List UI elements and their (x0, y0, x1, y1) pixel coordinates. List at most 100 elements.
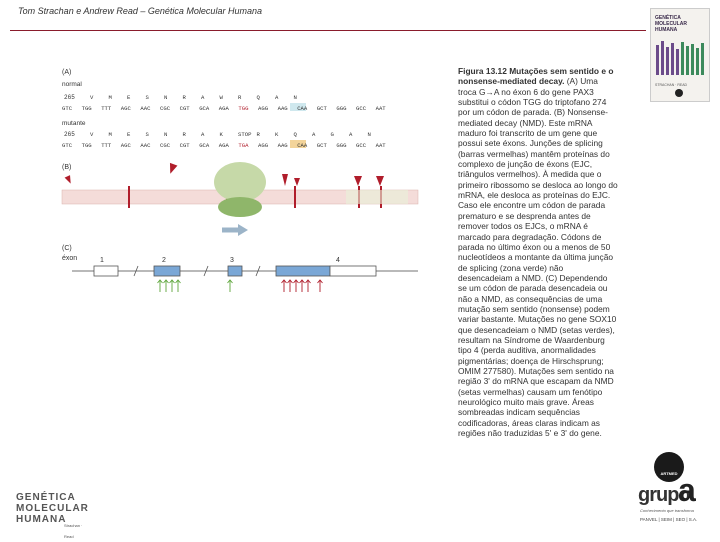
nmd-free-zone (346, 190, 408, 204)
amino-acid: N (164, 131, 167, 138)
red-escape-arrows (282, 280, 323, 292)
book-logo-authors: Strachan · Read (64, 520, 89, 542)
normal-codon-number: 265 (64, 94, 75, 101)
normal-label: normal (62, 81, 82, 88)
cover-title: GENÉTICA MOLECULAR HUMANA (655, 15, 687, 33)
codon: GCA (199, 105, 210, 112)
book-logo: GENÉTICA MOLECULAR HUMANA Strachan · Rea… (16, 492, 89, 525)
codon: AAT (376, 105, 387, 112)
exon-2 (154, 266, 180, 276)
header-rule (10, 30, 646, 31)
mutant-label: mutante (62, 120, 86, 127)
codon: AAC (140, 105, 151, 112)
codon: CGC (160, 105, 171, 112)
mutant-amino-acids: V M E S N R A K STOP R K Q A G A N (90, 131, 371, 138)
amino-acid: N (294, 94, 297, 101)
figure-caption: Figura 13.12 Mutações sem sentido e o no… (458, 66, 618, 438)
amino-acid: N (368, 131, 371, 138)
amino-acid: A (349, 131, 353, 138)
codon: TGG (82, 142, 93, 149)
exon-number-4: 4 (336, 257, 340, 264)
codon: CGT (180, 142, 191, 149)
codon: CGT (180, 105, 191, 112)
codon: GGG (336, 142, 347, 149)
cover-artwork (655, 39, 705, 79)
mutant-codons: GTC TGG TTT AGC AAC CGC CGT GCA AGA TGA AGG AAG CAA G… (62, 142, 386, 149)
amino-acid: STOP (238, 131, 252, 138)
amino-acid: N (164, 94, 167, 101)
book-cover-thumbnail: GENÉTICA MOLECULAR HUMANA STRACHAN · REA… (650, 8, 710, 102)
amino-acid: A (275, 94, 279, 101)
amino-acid: Q (257, 94, 261, 101)
amino-acid: R (183, 94, 187, 101)
exon-4-coding (276, 266, 330, 276)
codon: AGA (219, 142, 230, 149)
exon-3 (228, 266, 242, 276)
panel-c-label: (C) (62, 245, 72, 252)
green-nmd-arrows (158, 280, 233, 292)
panel-a-label: (A) (62, 69, 71, 76)
amino-acid: E (127, 131, 131, 138)
amino-acid: Q (294, 131, 298, 138)
amino-acid: A (201, 94, 205, 101)
codon: GCT (317, 142, 328, 149)
exon-label: éxon (62, 255, 77, 262)
cover-publisher-icon (675, 89, 683, 97)
running-header: Tom Strachan e Andrew Read – Genética Mo… (18, 6, 262, 16)
codon: AAT (376, 142, 387, 149)
amino-acid: K (220, 131, 224, 138)
codon: AGC (121, 105, 132, 112)
codon: AGA (219, 105, 230, 112)
codon: CAA (297, 142, 308, 149)
codon: GCA (199, 142, 210, 149)
normal-codons: GTC TGG TTT AGC AAC CGC CGT GCA AGA TGG AGG AAG CAA G… (62, 105, 386, 112)
amino-acid: S (146, 131, 150, 138)
amino-acid: V (90, 94, 94, 101)
arrow-head-icon (238, 224, 248, 236)
amino-acid: M (109, 131, 112, 138)
caption-body: (A) Uma troca G→A no éxon 6 do gene PAX3… (458, 76, 618, 438)
exon-number-2: 2 (162, 257, 166, 264)
amino-acid: K (275, 131, 279, 138)
codon: AGG (258, 142, 269, 149)
codon: GGG (336, 105, 347, 112)
panel-b-label: (B) (62, 164, 71, 171)
codon: AAG (278, 105, 289, 112)
amino-acid: V (90, 131, 94, 138)
codon: GCC (356, 142, 367, 149)
codon: GCC (356, 105, 367, 112)
amino-acid: R (257, 131, 261, 138)
codon: GCT (317, 105, 328, 112)
codon: TGG (238, 105, 249, 112)
codon: AGC (121, 142, 132, 149)
amino-acid: E (127, 94, 131, 101)
amino-acid: R (238, 94, 242, 101)
amino-acid: M (109, 94, 112, 101)
publisher-line: PANVEL | SEIM | SEO | S.A. (640, 517, 697, 522)
codon: CAA (297, 105, 308, 112)
exon-4-utr (330, 266, 376, 276)
amino-acid: G (331, 131, 335, 138)
exon-1 (94, 266, 118, 276)
codon: TTT (101, 105, 112, 112)
codon: TTT (101, 142, 112, 149)
amino-acid: A (201, 131, 205, 138)
cover-authors: STRACHAN · READ (655, 83, 687, 87)
grupo-tagline: Conhecimento que transforma (640, 508, 694, 513)
codon: GTC (62, 105, 73, 112)
codon: TGG (82, 105, 93, 112)
ribosome (214, 162, 266, 217)
codon: GTC (62, 142, 73, 149)
codon: TGA (238, 142, 249, 149)
amino-acid: R (183, 131, 187, 138)
codon: CGC (160, 142, 171, 149)
amino-acid: W (220, 94, 224, 101)
codon: AGG (258, 105, 269, 112)
amino-acid: A (312, 131, 316, 138)
exon-number-1: 1 (100, 257, 104, 264)
codon: AAG (278, 142, 289, 149)
codon: AAC (140, 142, 151, 149)
grupo-a-logo: a (678, 472, 696, 509)
